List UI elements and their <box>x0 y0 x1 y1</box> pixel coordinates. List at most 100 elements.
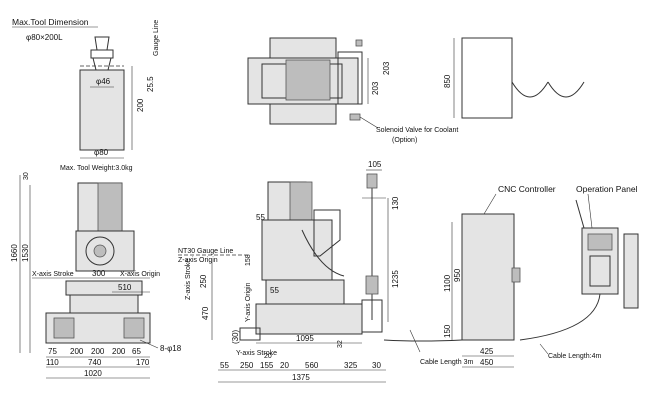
x-dim-300: 300 <box>92 269 106 278</box>
side-total: 1375 <box>292 373 310 382</box>
cnc-d-1100: 1100 <box>443 274 452 292</box>
cable-3m-leader <box>409 329 421 353</box>
side-d-20: 20 <box>264 353 272 360</box>
top-small-part <box>355 39 363 47</box>
tool-pull-stud <box>94 36 110 51</box>
front-h-1530: 1530 <box>21 244 30 262</box>
tool-dia-46: φ46 <box>96 77 111 86</box>
front-h-30: 30 <box>23 172 30 180</box>
side-d-250: 250 <box>199 274 208 288</box>
front-foot-left <box>53 317 75 339</box>
cnc-controller-view: CNC Controller 1100 950 150 425 450 Cabl… <box>383 184 556 368</box>
coolant-valve <box>365 275 379 295</box>
coolant-nozzle <box>366 173 378 189</box>
hole-leader <box>139 339 159 349</box>
cable-3m <box>383 339 463 342</box>
door-swing-2 <box>547 81 585 98</box>
front-row2-1: 740 <box>88 358 102 367</box>
side-saddle <box>265 279 345 305</box>
cnc-label: CNC Controller <box>498 184 556 194</box>
front-motor <box>97 182 123 232</box>
front-row2-2: 170 <box>136 358 150 367</box>
cnc-d-950: 950 <box>453 268 462 282</box>
side-d-30p: (30) <box>231 329 240 344</box>
side-bottom-6: 30 <box>372 361 381 370</box>
front-total: 1020 <box>84 369 102 378</box>
side-d-105: 105 <box>368 160 382 169</box>
front-d-510: 510 <box>118 283 132 292</box>
tool-weight: Max. Tool Weight:3.0kg <box>60 165 133 172</box>
front-saddle <box>69 294 139 314</box>
side-hose <box>301 229 345 277</box>
side-bottom-2: 155 <box>260 361 274 370</box>
cnc-d-450: 450 <box>480 358 494 367</box>
panel-side <box>623 233 639 309</box>
tool-len-200: 200 <box>136 98 145 112</box>
x-stroke-label: X-axis Stroke <box>32 271 74 278</box>
side-d-1235: 1235 <box>391 270 400 288</box>
front-foot-right <box>123 317 145 339</box>
front-atc-disk <box>85 236 115 266</box>
side-head <box>313 209 341 257</box>
top-motor <box>337 51 363 105</box>
panel-arm <box>575 199 585 229</box>
solenoid-leader <box>359 116 379 129</box>
solenoid-option: (Option) <box>392 137 417 144</box>
z-origin-label: Z-axis Origin <box>178 257 218 264</box>
nt30-gauge-label: NT30 Gauge Line <box>178 248 233 255</box>
door-dim-850: 850 <box>443 74 452 88</box>
tool-dimension-view: Max.Tool Dimension φ80×200L φ46 φ80 200 … <box>12 17 160 172</box>
tool-title: Max.Tool Dimension <box>12 17 89 27</box>
front-row1-2: 200 <box>91 347 105 356</box>
front-spindle <box>93 244 107 258</box>
tool-size: φ80×200L <box>26 33 63 42</box>
coolant-tank <box>361 299 383 333</box>
y-origin-label: Y-axis Origin <box>245 282 252 322</box>
side-bottom-5: 325 <box>344 361 358 370</box>
side-d-470: 470 <box>201 306 210 320</box>
cable-3m-label: Cable Length 3m <box>420 359 473 366</box>
side-d-1095: 1095 <box>296 334 314 343</box>
tool-dia-80: φ80 <box>94 148 109 157</box>
y-stroke-label: Y-axis Stroke <box>236 350 277 357</box>
panel-label: Operation Panel <box>576 184 638 194</box>
side-view: 130 105 1235 55 55 158 NT30 Gauge Line Z… <box>178 160 400 383</box>
x-origin-label: X-axis Origin <box>120 271 160 278</box>
side-bottom-3: 20 <box>280 361 289 370</box>
door-swing-1 <box>511 81 549 98</box>
solenoid-valve <box>349 113 361 121</box>
cnc-cabinet <box>461 213 515 341</box>
panel-keys <box>589 255 611 287</box>
front-row1-0: 75 <box>48 347 57 356</box>
side-d-130: 130 <box>391 196 400 210</box>
gauge-line-label: Gauge Line <box>153 20 160 56</box>
front-view: 1660 1530 30 X-axis Stroke 300 X-axis Or… <box>10 172 182 379</box>
solenoid-label: Solenoid Valve for Coolant <box>376 127 458 134</box>
front-row1-1: 200 <box>70 347 84 356</box>
tool-flange <box>90 49 114 59</box>
side-bottom-0: 55 <box>220 361 229 370</box>
tool-taper <box>92 57 112 71</box>
side-bottom-1: 250 <box>240 361 254 370</box>
operation-panel-view: Operation Panel Cable Length:4m <box>519 184 639 360</box>
front-hole: 8-φ18 <box>160 344 182 353</box>
cnc-d-150: 150 <box>443 324 452 338</box>
enclosure-body <box>461 37 513 119</box>
cnc-handle <box>511 267 521 283</box>
top-dim-203a: 203 <box>371 81 380 95</box>
side-column <box>261 219 333 281</box>
cnc-leader <box>483 193 497 215</box>
top-spindle-head <box>285 59 331 101</box>
tool-body <box>79 69 125 151</box>
panel-screen <box>587 233 613 251</box>
front-row1-3: 200 <box>112 347 126 356</box>
z-stroke-label: Z-axis Stroke <box>185 259 192 300</box>
cnc-d-425: 425 <box>480 347 494 356</box>
side-d-55a: 55 <box>256 213 265 222</box>
top-dim-203b: 203 <box>382 61 391 75</box>
door-view: 850 <box>443 37 585 119</box>
tool-len-25-5: 25.5 <box>146 76 155 92</box>
front-row2-0: 110 <box>46 358 59 367</box>
